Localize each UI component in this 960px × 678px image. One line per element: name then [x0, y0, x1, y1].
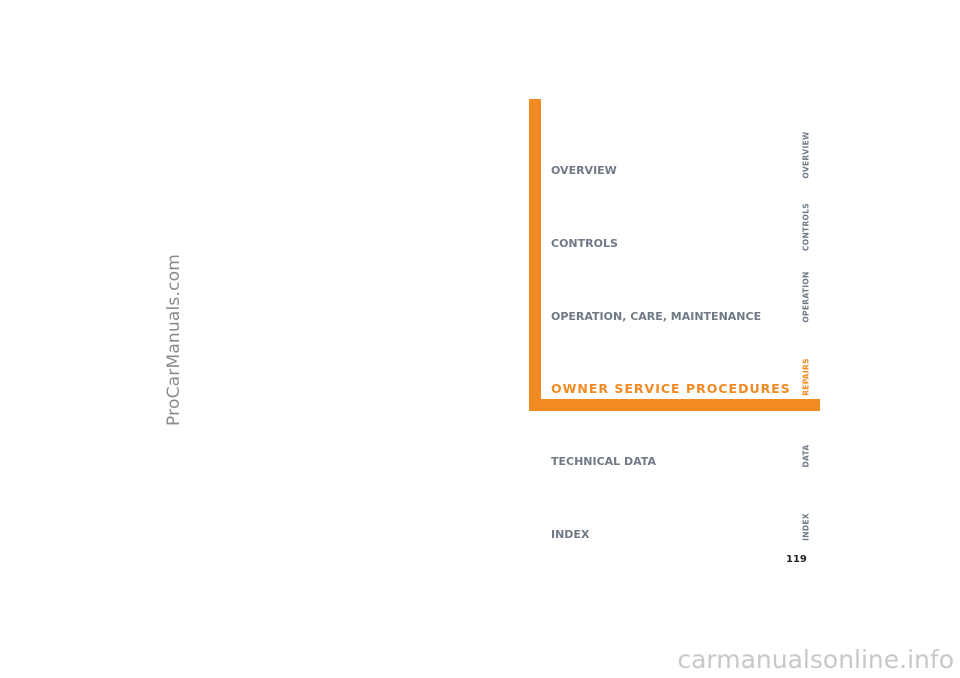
section-operation-care-maintenance[interactable]: OPERATION, CARE, MAINTENANCE — [551, 310, 762, 323]
procarmanuals-watermark: ProCarManuals.com — [164, 254, 184, 426]
orange-horizontal-bar — [529, 399, 820, 411]
carmanualsonline-watermark: carmanualsonline.info — [677, 645, 954, 674]
page-number: 119 — [786, 554, 807, 565]
tab-repairs[interactable]: REPAIRS — [801, 358, 811, 396]
tab-index[interactable]: INDEX — [801, 513, 811, 541]
orange-vertical-bar — [529, 99, 541, 411]
section-owner-service-procedures[interactable]: OWNER SERVICE PROCEDURES — [551, 381, 791, 396]
tab-data[interactable]: DATA — [801, 444, 811, 468]
section-index[interactable]: INDEX — [551, 528, 590, 541]
section-controls[interactable]: CONTROLS — [551, 237, 618, 250]
tab-operation[interactable]: OPERATION — [801, 271, 811, 323]
tab-controls[interactable]: CONTROLS — [801, 202, 811, 252]
section-overview[interactable]: OVERVIEW — [551, 164, 617, 177]
tab-overview[interactable]: OVERVIEW — [801, 131, 811, 179]
section-technical-data[interactable]: TECHNICAL DATA — [551, 455, 656, 468]
